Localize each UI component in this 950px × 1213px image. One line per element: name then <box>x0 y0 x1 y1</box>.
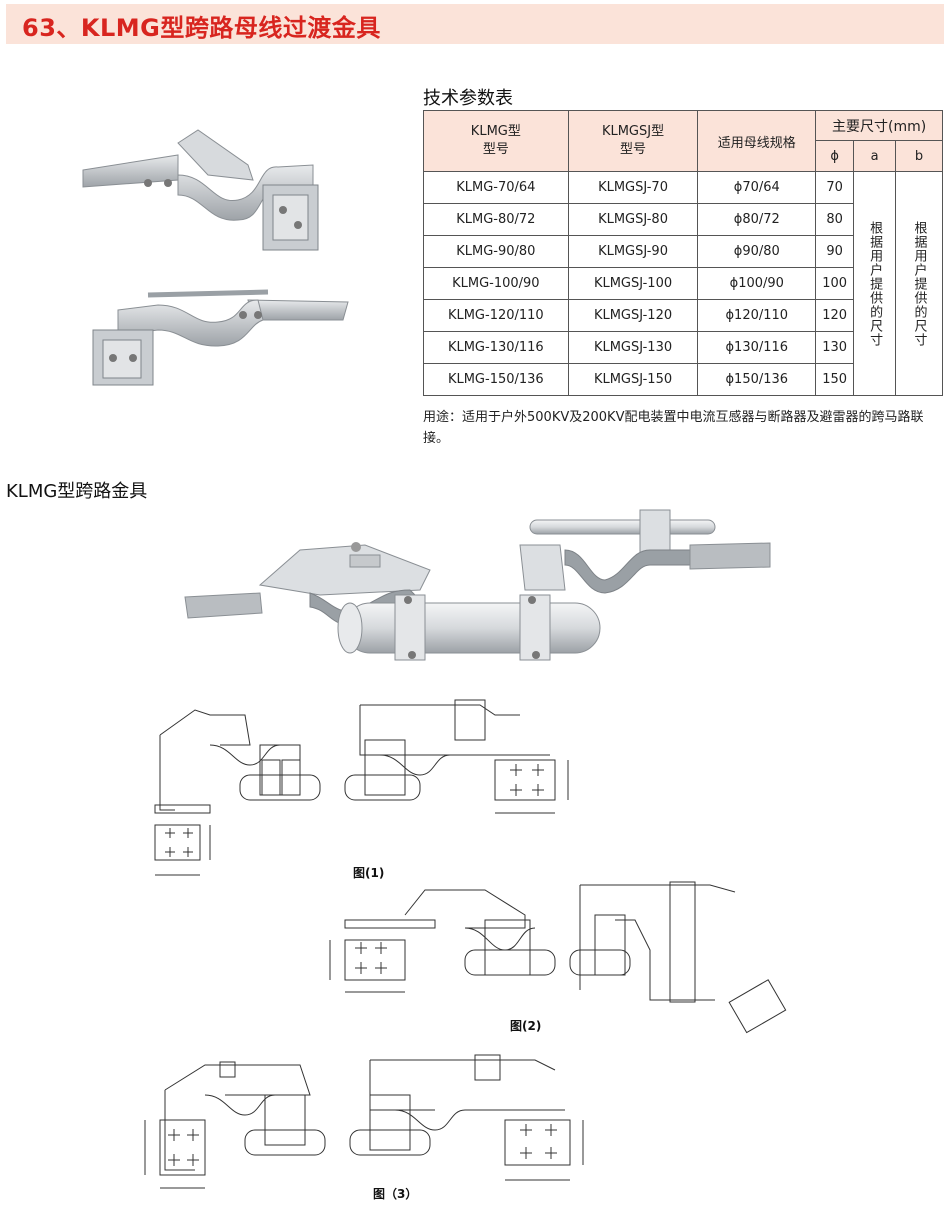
params-table: KLMG型型号 KLMGSJ型型号 适用母线规格 主要尺寸(mm) ϕ a b … <box>423 110 943 396</box>
drawing-fig1 <box>154 699 569 876</box>
product-photo-2 <box>92 289 349 386</box>
col-phi-header: ϕ <box>815 140 855 172</box>
col-a-header: a <box>853 140 897 172</box>
page-title: 63、KLMG型跨路母线过渡金具 <box>22 14 381 42</box>
drawing-fig3 <box>144 1054 584 1189</box>
drawing-fig2 <box>329 881 787 1034</box>
fitting-render <box>184 509 771 661</box>
col-main-size-header: 主要尺寸(mm) <box>815 110 943 141</box>
usage-text: 用途：适用于户外500KV及200KV配电装置中电流互感器与断路器及避雷器的跨马… <box>423 410 924 446</box>
params-heading: 技术参数表 <box>423 88 513 109</box>
section2-heading: KLMG型跨路金具 <box>6 481 148 502</box>
title-bar <box>6 4 944 44</box>
fig3-label: 图（3） <box>373 1187 418 1201</box>
b-note: 根据用户提供的尺寸 <box>895 171 943 396</box>
fig2-label: 图(2) <box>510 1019 542 1033</box>
col-b-header: b <box>895 140 943 172</box>
fig1-label: 图(1) <box>353 866 385 880</box>
col-klmg-header: KLMG型型号 <box>423 110 569 172</box>
a-note: 根据用户提供的尺寸 <box>853 171 897 396</box>
col-spec-header: 适用母线规格 <box>697 110 817 172</box>
product-photo-1 <box>82 129 319 251</box>
col-klmgsj-header: KLMGSJ型型号 <box>567 110 699 172</box>
